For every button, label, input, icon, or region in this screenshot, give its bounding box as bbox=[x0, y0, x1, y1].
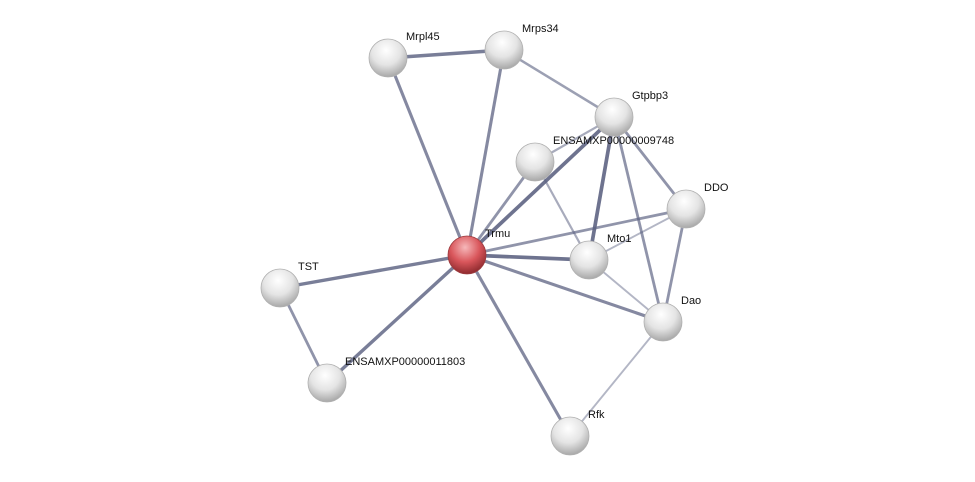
node-label: Rfk bbox=[588, 409, 605, 421]
node-ball[interactable] bbox=[368, 38, 408, 78]
node-label: Trmu bbox=[485, 228, 510, 240]
node-ball[interactable] bbox=[550, 416, 590, 456]
node-Mrps34[interactable]: Mrps34 bbox=[484, 23, 559, 70]
edge-Trmu-TST[interactable] bbox=[279, 253, 468, 290]
node-ball[interactable] bbox=[643, 302, 683, 342]
edge-Trmu-Dao[interactable] bbox=[466, 253, 664, 324]
node-Mto1[interactable]: Mto1 bbox=[569, 233, 631, 280]
node-label: ENSAMXP00000009748 bbox=[553, 135, 674, 147]
edge-DDO-Trmu[interactable] bbox=[466, 207, 687, 257]
node-ENSAMXP00000009748[interactable]: ENSAMXP00000009748 bbox=[515, 135, 674, 182]
edge-Mrpl45-Trmu[interactable] bbox=[386, 57, 469, 256]
node-label: Mto1 bbox=[607, 233, 631, 245]
node-TST[interactable]: TST bbox=[260, 261, 319, 308]
node-ball[interactable] bbox=[594, 97, 634, 137]
edge-Gtpbp3-Mto1[interactable] bbox=[587, 116, 616, 261]
node-label: TST bbox=[298, 261, 319, 273]
node-label: DDO bbox=[704, 182, 729, 194]
node-Dao[interactable]: Dao bbox=[643, 295, 701, 342]
edge-Mrps34-Trmu[interactable] bbox=[465, 49, 506, 256]
edge-Mrps34-Gtpbp3[interactable] bbox=[503, 48, 615, 119]
node-ball[interactable] bbox=[307, 363, 347, 403]
node-Mrpl45[interactable]: Mrpl45 bbox=[368, 31, 440, 78]
node-ball[interactable] bbox=[447, 235, 487, 275]
node-label: ENSAMXP00000011803 bbox=[345, 356, 465, 368]
node-ball[interactable] bbox=[260, 268, 300, 308]
node-label: Gtpbp3 bbox=[632, 90, 668, 102]
node-ball[interactable] bbox=[484, 30, 524, 70]
edge-Trmu-ENSAMXP00000011803[interactable] bbox=[325, 253, 469, 385]
node-DDO[interactable]: DDO bbox=[666, 182, 729, 229]
node-label: Mrps34 bbox=[522, 23, 559, 35]
edge-Gtpbp3-Trmu[interactable] bbox=[465, 115, 616, 257]
node-label: Mrpl45 bbox=[406, 31, 440, 43]
node-Rfk[interactable]: Rfk bbox=[550, 409, 605, 456]
node-Trmu[interactable]: Trmu bbox=[447, 228, 510, 275]
node-ball[interactable] bbox=[515, 142, 555, 182]
edge-Dao-Rfk[interactable] bbox=[569, 321, 664, 437]
node-Gtpbp3[interactable]: Gtpbp3 bbox=[594, 90, 668, 137]
edge-Trmu-Mto1[interactable] bbox=[466, 253, 590, 262]
node-ENSAMXP00000011803[interactable]: ENSAMXP00000011803 bbox=[307, 356, 465, 403]
node-ball[interactable] bbox=[569, 240, 609, 280]
node-ball[interactable] bbox=[666, 189, 706, 229]
edge-Trmu-Rfk[interactable] bbox=[465, 254, 572, 437]
node-label: Dao bbox=[681, 295, 701, 307]
edge-Gtpbp3-DDO[interactable] bbox=[612, 116, 688, 210]
